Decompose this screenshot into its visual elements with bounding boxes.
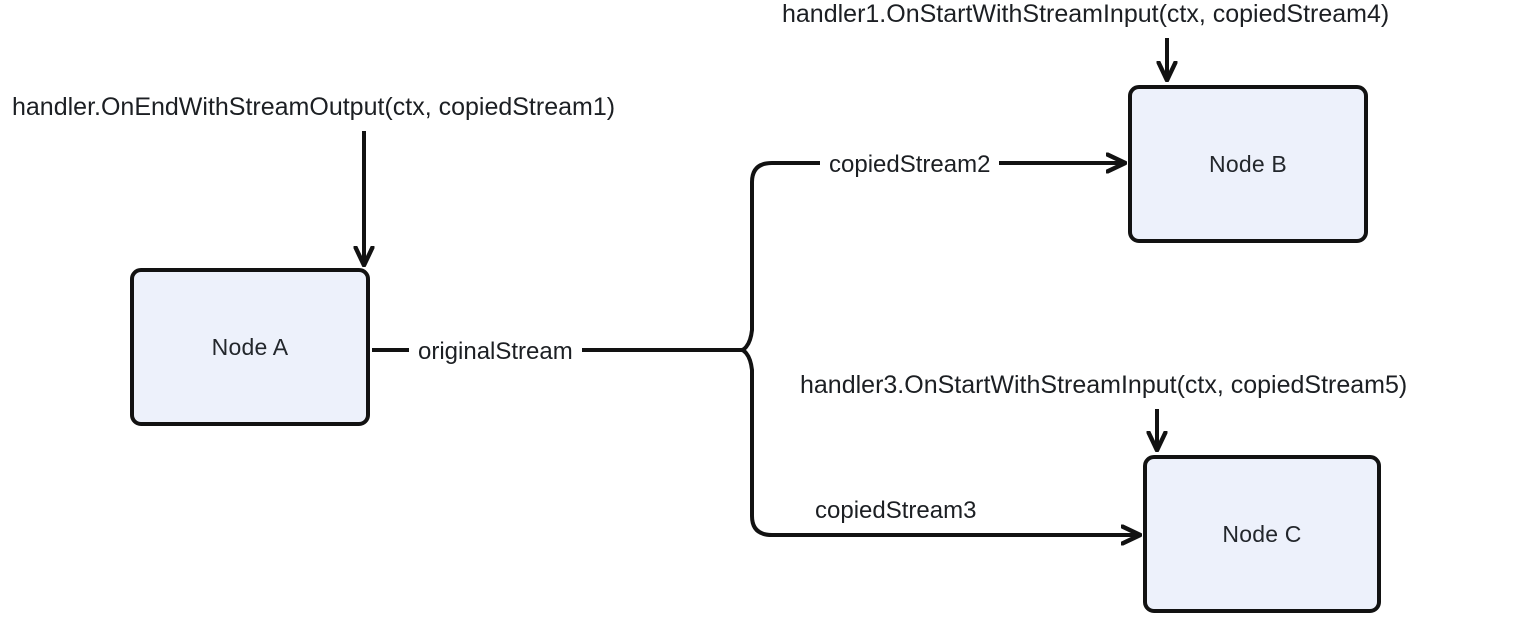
edge-label-original-stream: originalStream <box>409 337 582 367</box>
node-c[interactable]: Node C <box>1143 455 1381 613</box>
handler1-start-label: handler1.OnStartWithStreamInput(ctx, cop… <box>782 0 1390 28</box>
node-a-label: Node A <box>211 333 289 360</box>
handler3-start-label: handler3.OnStartWithStreamInput(ctx, cop… <box>800 371 1408 399</box>
node-c-label: Node C <box>1222 520 1302 547</box>
handler-end-label: handler.OnEndWithStreamOutput(ctx, copie… <box>12 93 616 121</box>
edge-label-copied-stream3: copiedStream3 <box>806 496 986 526</box>
edge-split-to-node-c <box>741 348 1139 535</box>
node-a[interactable]: Node A <box>130 268 370 426</box>
node-b-label: Node B <box>1209 150 1287 177</box>
edge-label-copied-stream2: copiedStream2 <box>820 150 1000 180</box>
edge-split-to-node-b <box>741 163 1124 352</box>
node-b[interactable]: Node B <box>1128 85 1368 243</box>
